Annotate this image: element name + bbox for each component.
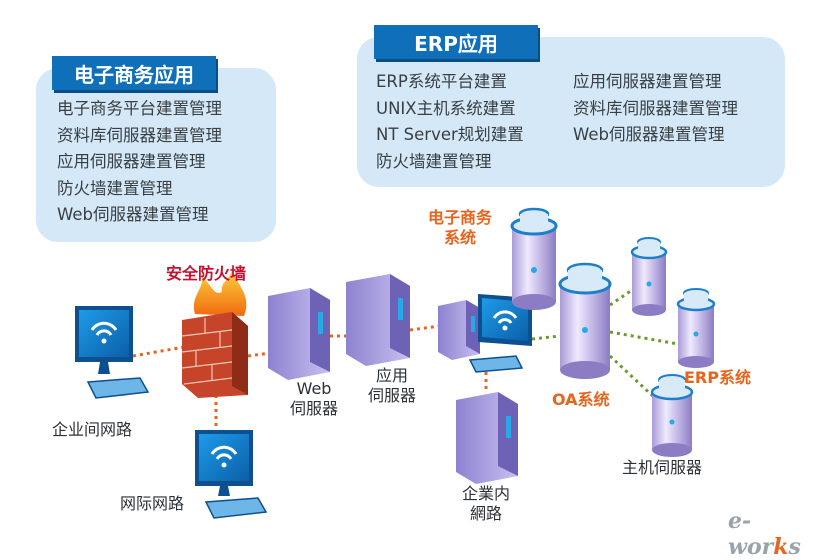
- list-item: Web伺服器建置管理: [573, 125, 725, 144]
- oa-db-icon: [558, 262, 612, 379]
- link-firewall-web: [247, 351, 271, 358]
- intranet-label-line1: 企業内: [462, 484, 511, 503]
- list-item: 防火墙建置管理: [376, 151, 492, 171]
- erp-panel-title: ERP应用: [374, 25, 538, 59]
- intranet-label: 企業内 網路: [462, 484, 510, 524]
- list-item: 资料库伺服器建置管理: [573, 98, 738, 118]
- green-links: [517, 269, 679, 402]
- internet-label: 网际网路: [120, 494, 185, 513]
- intranet-server-icon: [456, 392, 518, 484]
- erp-left-items: ERP系统平台建置 UNIX主机系统建置 NT Server规划建置 防火墙建置…: [376, 69, 524, 175]
- wifi-icon: [210, 445, 238, 460]
- logo-suffix: s: [788, 534, 801, 560]
- network-diagram: [75, 207, 716, 519]
- host-server-label: 主机伺服器: [622, 458, 703, 477]
- link-oa-erp: [609, 330, 679, 346]
- list-item: 电子商务平台建置管理: [57, 99, 222, 118]
- logo-accent: k: [773, 534, 789, 560]
- link-oa-server-a: [609, 286, 636, 307]
- ecommerce-system-label-line2: 系统: [444, 228, 477, 247]
- erp-db-icon: [676, 288, 716, 368]
- list-item: 应用伺服器建置管理: [573, 72, 722, 91]
- erp-system-label: ERP系统: [684, 368, 751, 387]
- list-item: NT Server规划建置: [376, 125, 524, 144]
- ecommerce-db-icon: [510, 207, 558, 310]
- erp-right-items: 应用伺服器建置管理 资料库伺服器建置管理 Web伺服器建置管理: [573, 69, 738, 149]
- oa-system-label: OA系统: [552, 390, 610, 409]
- list-item: ERP系统平台建置: [376, 72, 507, 91]
- ecommerce-panel: [36, 68, 276, 242]
- list-item: 防火墙建置管理: [57, 178, 173, 198]
- web-server-label-line2: 伺服器: [290, 399, 339, 418]
- list-item: UNIX主机系统建置: [376, 98, 516, 118]
- app-server-label-line1: 应用: [376, 366, 409, 385]
- link-router-oa: [531, 334, 561, 341]
- intranet-label-line2: 網路: [470, 504, 503, 523]
- link-enterprise-firewall: [132, 344, 191, 358]
- server-cylinder-a-icon: [630, 237, 668, 316]
- list-item: 应用伺服器建置管理: [57, 152, 206, 171]
- link-app-router: [409, 324, 441, 332]
- list-item: Web伺服器建置管理: [57, 205, 209, 224]
- enterprise-net-label: 企业间网路: [52, 420, 133, 439]
- firewall-label: 安全防火墙: [166, 264, 247, 283]
- wifi-icon: [492, 310, 518, 324]
- ecommerce-items: 电子商务平台建置管理 资料库伺服器建置管理 应用伺服器建置管理 防火墙建置管理 …: [57, 96, 222, 229]
- web-server-label: Web 伺服器: [290, 379, 338, 419]
- ecommerce-system-label-line1: 电子商务: [428, 208, 493, 227]
- host-server-icon: [650, 374, 694, 457]
- app-server-label: 应用 伺服器: [368, 366, 416, 406]
- ecommerce-panel-title: 电子商务应用: [52, 56, 216, 90]
- app-server-icon: [346, 274, 410, 366]
- web-server-icon: [268, 288, 330, 380]
- internet-computer: [195, 430, 268, 519]
- app-server-label-line2: 伺服器: [368, 386, 417, 405]
- wifi-icon: [90, 321, 118, 336]
- web-server-label-line1: Web: [296, 379, 332, 398]
- ecommerce-system-label: 电子商务 系统: [428, 208, 492, 248]
- firewall-icon: [181, 270, 248, 398]
- link-oa-host: [608, 354, 659, 402]
- enterprise-computer: [75, 306, 150, 399]
- erp-panel: [357, 37, 785, 187]
- eworks-logo: e-works: [728, 508, 823, 560]
- list-item: 资料库伺服器建置管理: [57, 125, 222, 145]
- logo-prefix: e-wor: [728, 508, 774, 560]
